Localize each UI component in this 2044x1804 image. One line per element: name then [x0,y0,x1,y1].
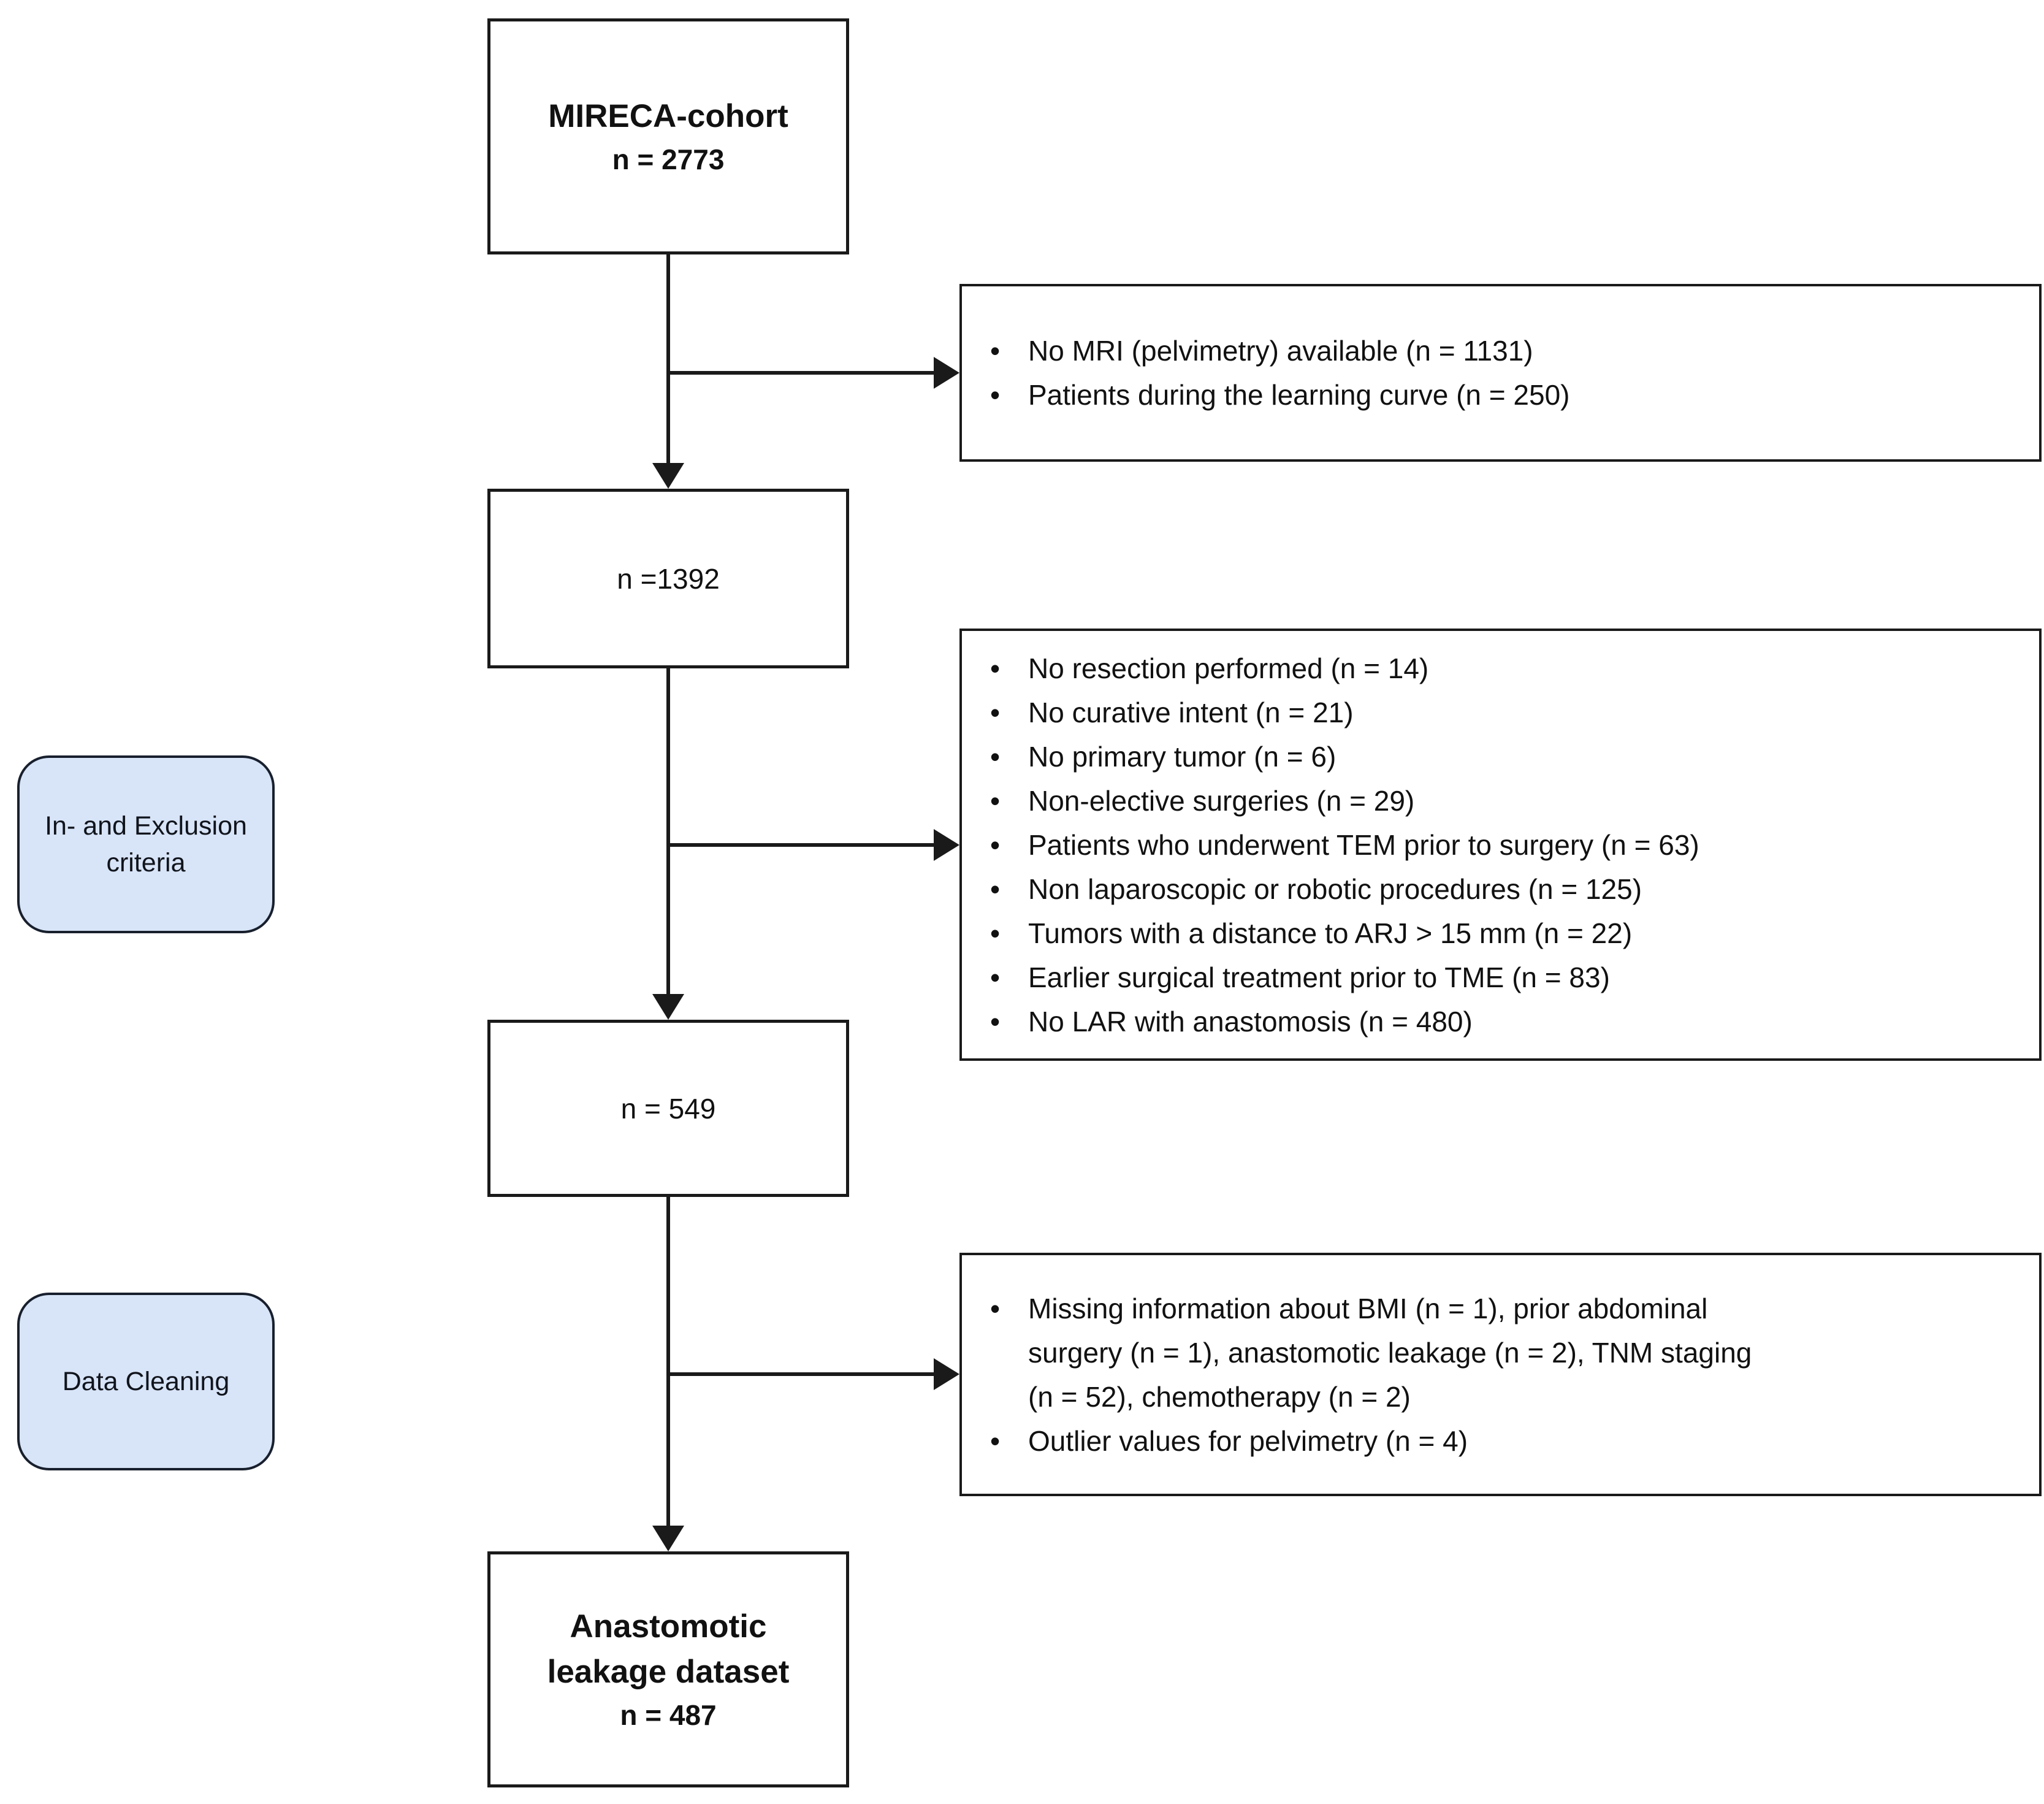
exclusion-box-1: • No MRI (pelvimetry) available (n = 113… [959,284,2042,462]
exclusion-item-text: No curative intent (n = 21) [1028,696,1354,728]
bullet-icon: • [990,696,1001,728]
exclusion-item-text: Patients who underwent TEM prior to surg… [1028,828,1699,861]
exclusion-item-text: Earlier surgical treatment prior to TME … [1028,961,1610,993]
exclusion-item-text: Outlier values for pelvimetry (n = 4) [1028,1424,1468,1457]
final-dataset-title-line: leakage dataset [547,1653,790,1690]
bullet-icon: • [990,961,1001,993]
exclusion-item-text: Patients during the learning curve (n = … [1028,379,1570,411]
bullet-icon: • [990,1424,1001,1457]
exclusion-item-text: Tumors with a distance to ARJ > 15 mm (n… [1028,917,1633,949]
bullet-icon: • [990,873,1001,905]
connector-line [668,371,935,375]
arrowhead-down-icon [652,1526,684,1551]
side-label-line: In- and Exclusion [45,811,247,841]
exclusion-item-text: No LAR with anastomosis (n = 480) [1028,1005,1473,1038]
connector-line [666,254,670,466]
step2-box: n = 549 [487,1020,849,1197]
exclusion-item: • Non laparoscopic or robotic procedures… [986,867,2015,911]
arrowhead-right-icon [934,357,959,389]
exclusion-item-text: Missing information about BMI (n = 1), p… [1028,1292,1708,1324]
exclusion-item: • Earlier surgical treatment prior to TM… [986,955,2015,999]
step2-box-count: n = 549 [620,1092,716,1125]
side-label-line: criteria [106,848,186,877]
bullet-icon: • [990,1005,1001,1038]
exclusion-item: • Non-elective surgeries (n = 29) [986,779,2015,823]
final-dataset-title: Anastomotic leakage dataset [547,1604,790,1695]
bullet-icon: • [990,379,1001,411]
arrowhead-down-icon [652,463,684,489]
exclusion-item-text: Non laparoscopic or robotic procedures (… [1028,873,1642,905]
final-dataset-count: n = 487 [620,1699,717,1731]
cohort-box-title: MIRECA-cohort [548,97,788,134]
exclusion-item-text: No primary tumor (n = 6) [1028,740,1337,773]
step1-box: n =1392 [487,489,849,668]
bullet-icon: • [990,335,1001,367]
bullet-icon: • [990,1292,1001,1324]
exclusion-item-text: No MRI (pelvimetry) available (n = 1131) [1028,335,1533,367]
side-label-data-cleaning: Data Cleaning [17,1293,275,1470]
exclusion-item: • No resection performed (n = 14) [986,646,2015,690]
exclusion-item: • Patients who underwent TEM prior to su… [986,823,2015,867]
arrowhead-right-icon [934,1358,959,1390]
bullet-icon: • [990,740,1001,773]
final-dataset-title-line: Anastomotic [570,1608,767,1645]
exclusion-item: • Patients during the learning curve (n … [986,373,2015,417]
exclusion-item: • Missing information about BMI (n = 1),… [986,1286,2015,1419]
exclusion-box-3: • Missing information about BMI (n = 1),… [959,1253,2042,1496]
exclusion-item-text: Non-elective surgeries (n = 29) [1028,784,1415,817]
step1-box-count: n =1392 [617,562,720,595]
exclusion-item-text: (n = 52), chemotherapy (n = 2) [1028,1380,1411,1413]
cohort-box-count: n = 2773 [612,143,725,175]
arrowhead-down-icon [652,994,684,1020]
exclusion-item: • No curative intent (n = 21) [986,690,2015,735]
bullet-icon: • [990,652,1001,684]
connector-line [666,1197,670,1528]
bullet-icon: • [990,828,1001,861]
exclusion-box-2: • No resection performed (n = 14) • No c… [959,629,2042,1061]
exclusion-item: • No LAR with anastomosis (n = 480) [986,999,2015,1044]
exclusion-item: • No MRI (pelvimetry) available (n = 113… [986,329,2015,373]
connector-line [666,668,670,996]
arrowhead-right-icon [934,829,959,861]
exclusion-item-text: surgery (n = 1), anastomotic leakage (n … [1028,1336,1752,1369]
bullet-icon: • [990,917,1001,949]
exclusion-item: • Tumors with a distance to ARJ > 15 mm … [986,911,2015,955]
exclusion-item: • No primary tumor (n = 6) [986,735,2015,779]
exclusion-item-text: No resection performed (n = 14) [1028,652,1429,684]
side-label-line: Data Cleaning [62,1367,230,1396]
connector-line [668,1372,935,1376]
side-label-inclusion-exclusion: In- and Exclusion criteria [17,755,275,933]
connector-line [668,843,935,847]
bullet-icon: • [990,784,1001,817]
cohort-box: MIRECA-cohort n = 2773 [487,18,849,254]
exclusion-item: • Outlier values for pelvimetry (n = 4) [986,1419,2015,1463]
final-dataset-box: Anastomotic leakage dataset n = 487 [487,1551,849,1787]
